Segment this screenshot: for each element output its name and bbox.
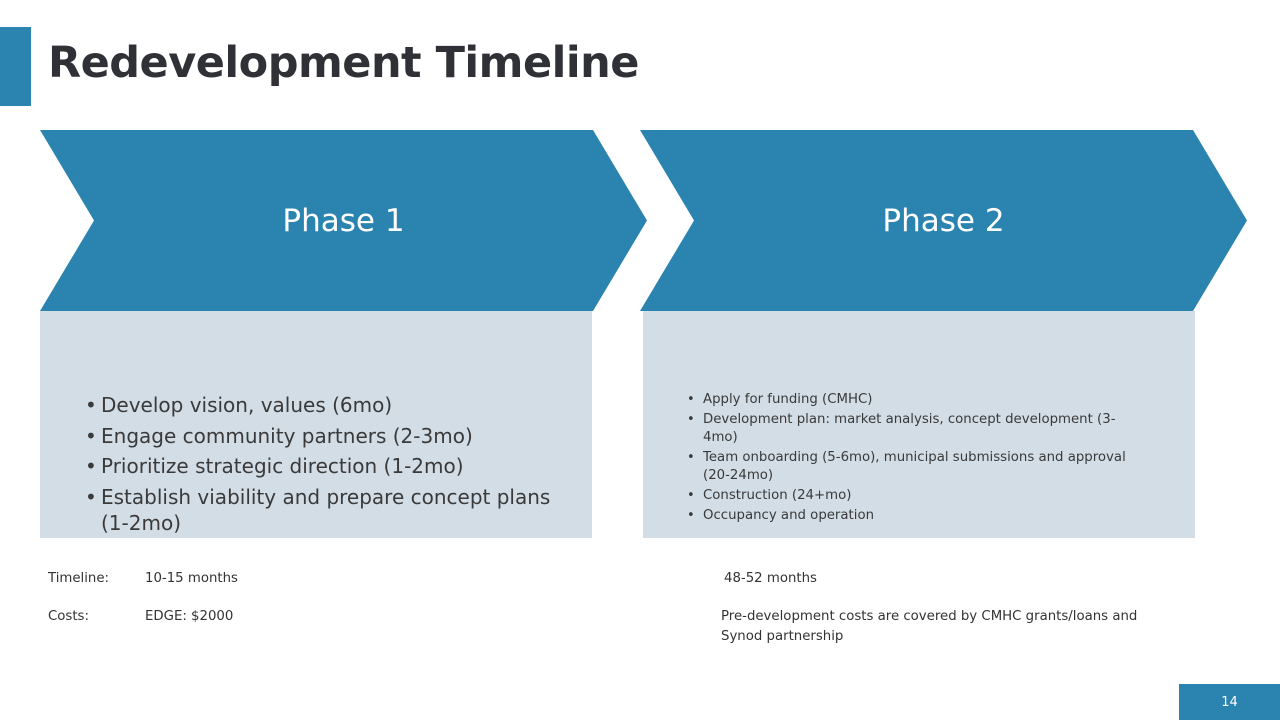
costs-label: Costs: (48, 609, 89, 624)
timeline-phase-2: 48-52 months (724, 571, 817, 586)
phase-1-details: Develop vision, values (6mo) Engage comm… (40, 311, 592, 538)
phase-2-details: Apply for funding (CMHC) Development pla… (643, 311, 1195, 538)
phase-1-bullet-list: Develop vision, values (6mo) Engage comm… (85, 392, 555, 540)
list-item: Apply for funding (CMHC) (687, 391, 1147, 409)
phase-2-chevron: Phase 2 (640, 130, 1247, 311)
list-item: Establish viability and prepare concept … (85, 484, 555, 536)
list-item: Construction (24+mo) (687, 487, 1147, 505)
timeline-label: Timeline: (48, 571, 110, 586)
timeline-phase-1: 10-15 months (145, 571, 238, 586)
phase-2-label: Phase 2 (882, 202, 1005, 239)
list-item: Prioritize strategic direction (1-2mo) (85, 453, 555, 479)
phase-1-chevron: Phase 1 (40, 130, 647, 311)
costs-phase-2: Pre-development costs are covered by CMH… (721, 609, 1138, 644)
list-item: Develop vision, values (6mo) (85, 392, 555, 418)
list-item: Development plan: market analysis, conce… (687, 411, 1147, 447)
phase-1-label: Phase 1 (282, 202, 405, 239)
slide-title: Redevelopment Timeline (48, 38, 639, 88)
list-item: Team onboarding (5-6mo), municipal submi… (687, 449, 1147, 485)
costs-phase-1: EDGE: $2000 (145, 609, 234, 624)
page-number-badge: 14 (1179, 684, 1280, 720)
phase-2-bullet-list: Apply for funding (CMHC) Development pla… (687, 391, 1147, 527)
list-item: Occupancy and operation (687, 507, 1147, 525)
page-number: 14 (1221, 694, 1238, 710)
title-accent-bar (0, 27, 31, 106)
list-item: Engage community partners (2-3mo) (85, 423, 555, 449)
